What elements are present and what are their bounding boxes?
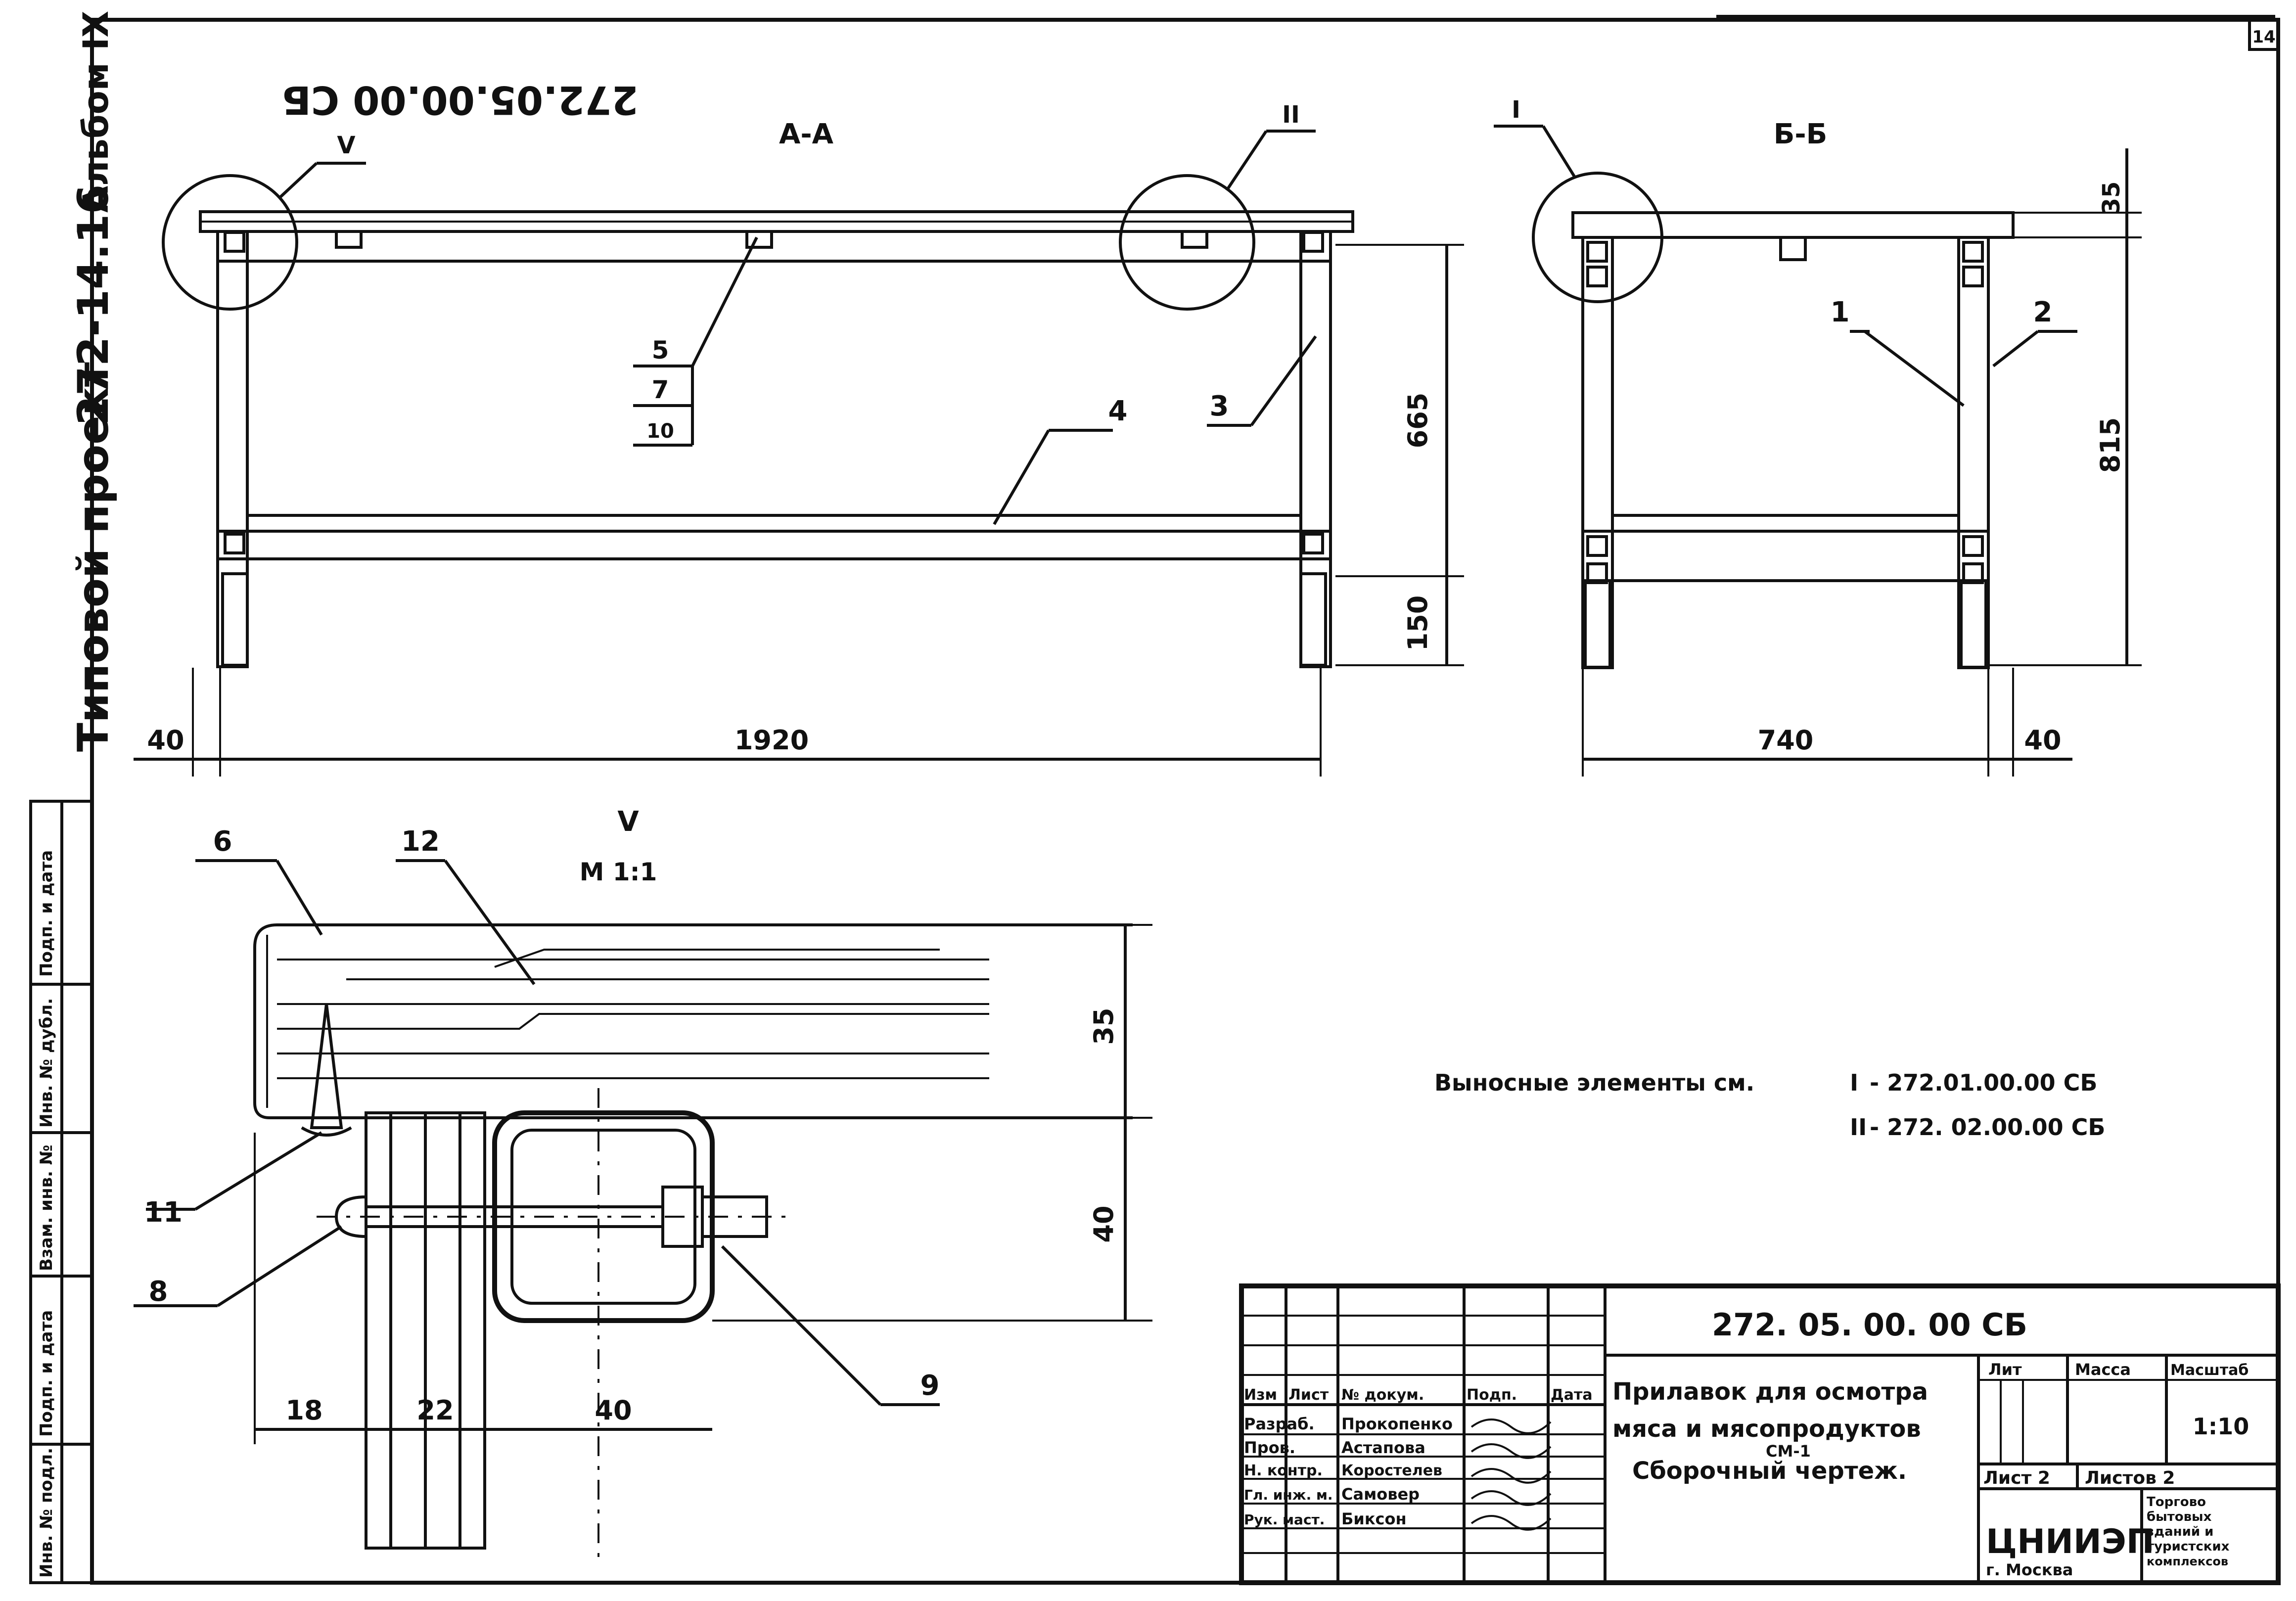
section-a-a: А-А V II 5	[134, 101, 1464, 777]
page-mark: 14	[2252, 27, 2275, 47]
dim-150: 150	[1402, 595, 1433, 651]
note-line2-ref: - 272. 02.00.00 СБ	[1870, 1114, 2105, 1141]
lit-label: Лит	[1988, 1360, 2022, 1379]
side-title: Типовой проект	[69, 362, 118, 752]
org-desc-5: комплексов	[2147, 1555, 2228, 1568]
callout-v-label: V	[337, 132, 355, 159]
title-line-4: Сборочный чертеж.	[1632, 1457, 1907, 1485]
hdr-sign: Подп.	[1467, 1386, 1517, 1404]
org-desc-2: бытовых	[2147, 1510, 2212, 1524]
callout-ii-label: II	[1282, 101, 1300, 129]
pos-3: 3	[1210, 390, 1229, 422]
dim-665: 665	[1402, 393, 1433, 449]
pos-1: 1	[1831, 296, 1850, 328]
pos-5: 5	[652, 336, 669, 365]
detail-scale: М 1:1	[580, 858, 657, 886]
hdr-izm: Изм	[1244, 1386, 1277, 1404]
dim-det-40: 40	[1088, 1205, 1119, 1242]
dim-1920: 1920	[735, 725, 809, 756]
section-bb-label: Б-Б	[1774, 118, 1828, 150]
pos-12: 12	[401, 825, 440, 858]
dim-bb-40: 40	[2024, 725, 2061, 756]
org-desc-3: зданий и	[2147, 1524, 2213, 1539]
pos-8: 8	[149, 1276, 168, 1308]
detail-v: V М 1:1 6 12 11 8	[134, 806, 1152, 1558]
dim-aa-40: 40	[147, 725, 184, 756]
name-prov: Астапова	[1341, 1438, 1425, 1457]
org-city: г. Москва	[1986, 1560, 2073, 1579]
stamp-cell-4: Подп. и дата	[37, 1310, 56, 1437]
name-razrab: Прокопенко	[1341, 1415, 1453, 1433]
dim-bb-35: 35	[2098, 182, 2125, 215]
dim-22: 22	[416, 1395, 454, 1426]
hdr-list: Лист	[1288, 1386, 1329, 1404]
org-desc-1: Торгово	[2147, 1495, 2206, 1510]
side-album: Альбом IX	[76, 11, 116, 213]
role-nkontr: Н. контр.	[1244, 1462, 1323, 1479]
note-line2-roman: II	[1850, 1114, 1867, 1141]
role-razrab: Разраб.	[1244, 1415, 1315, 1433]
stamp-cell-5: Инв. № подл.	[37, 1448, 56, 1578]
callout-circle-v	[162, 174, 298, 311]
scale-label: Масштаб	[2170, 1362, 2249, 1379]
title-line-2: мяса и мясопродуктов	[1612, 1415, 1921, 1443]
title-line-1: Прилавок для осмотра	[1612, 1378, 1928, 1406]
note-line1-ref: - 272.01.00.00 СБ	[1870, 1069, 2097, 1096]
note-line1-prefix: Выносные элементы см.	[1434, 1069, 1754, 1096]
dim-det-w40: 40	[595, 1395, 632, 1426]
title-block: Изм Лист № докум. Подп. Дата Разраб. Про…	[1239, 1283, 2281, 1585]
pos-7: 7	[652, 375, 669, 404]
dim-det-35: 35	[1088, 1007, 1119, 1045]
stamp-cell-3: Взам. инв. №	[37, 1144, 56, 1271]
name-nkontr: Коростелев	[1341, 1462, 1442, 1479]
org-logo: ЦНИИЭП	[1986, 1522, 2155, 1561]
dim-18: 18	[285, 1395, 322, 1426]
title-line-3: СМ-1	[1766, 1442, 1811, 1461]
left-stamp: Подп. и дата Инв. № дубл. Взам. инв. № П…	[29, 800, 93, 1584]
mass-label: Масса	[2075, 1360, 2131, 1379]
hdr-doc: № докум.	[1341, 1386, 1424, 1404]
pos-4: 4	[1108, 395, 1128, 427]
stamp-cell-1: Подп. и дата	[37, 850, 56, 977]
sheet-label: Лист 2	[1983, 1468, 2050, 1488]
drawing-code: 272. 05. 00. 00 СБ	[1712, 1307, 2027, 1343]
role-glinzh: Гл. инж. м.	[1244, 1487, 1332, 1503]
scale-value: 1:10	[2193, 1413, 2249, 1440]
name-glinzh: Самовер	[1341, 1485, 1420, 1504]
name-ruk: Биксон	[1341, 1510, 1407, 1528]
side-title-strip: Типовой проект 272-14.16 Альбом IX	[69, 11, 118, 752]
side-number: 272-14.16	[69, 184, 118, 425]
sheet-frame: 14	[90, 15, 2280, 1585]
section-aa-label: А-А	[779, 118, 834, 150]
role-ruk: Рук. маст.	[1244, 1511, 1325, 1528]
signatures	[1470, 1418, 1552, 1531]
pos-9: 9	[920, 1370, 940, 1402]
dim-740: 740	[1758, 725, 1814, 756]
stamp-cell-2: Инв. № дубл.	[37, 998, 56, 1128]
callout-circle-i	[1532, 172, 1663, 303]
dim-815: 815	[2095, 417, 2126, 473]
notes: Выносные элементы см. I - 272.01.00.00 С…	[1434, 1069, 2105, 1141]
pos-10: 10	[646, 420, 674, 443]
pos-6: 6	[213, 825, 232, 858]
callout-circle-ii	[1119, 174, 1255, 311]
section-b-b: Б-Б I 1 2 35 815	[1494, 96, 2142, 777]
note-line1-roman: I	[1850, 1069, 1858, 1096]
callout-i-label: I	[1512, 96, 1520, 124]
org-desc-4: туристских	[2147, 1539, 2230, 1554]
svg-text:272.05.00.00 СБ: 272.05.00.00 СБ	[281, 77, 638, 122]
pos-2: 2	[2033, 296, 2053, 328]
role-prov: Пров.	[1244, 1438, 1295, 1457]
mirrored-header-code: 272.05.00.00 СБ	[281, 77, 638, 122]
pos-11: 11	[144, 1196, 183, 1229]
sheets-label: Листов 2	[2085, 1468, 2175, 1488]
hdr-date: Дата	[1551, 1386, 1593, 1404]
detail-title: V	[617, 806, 639, 838]
